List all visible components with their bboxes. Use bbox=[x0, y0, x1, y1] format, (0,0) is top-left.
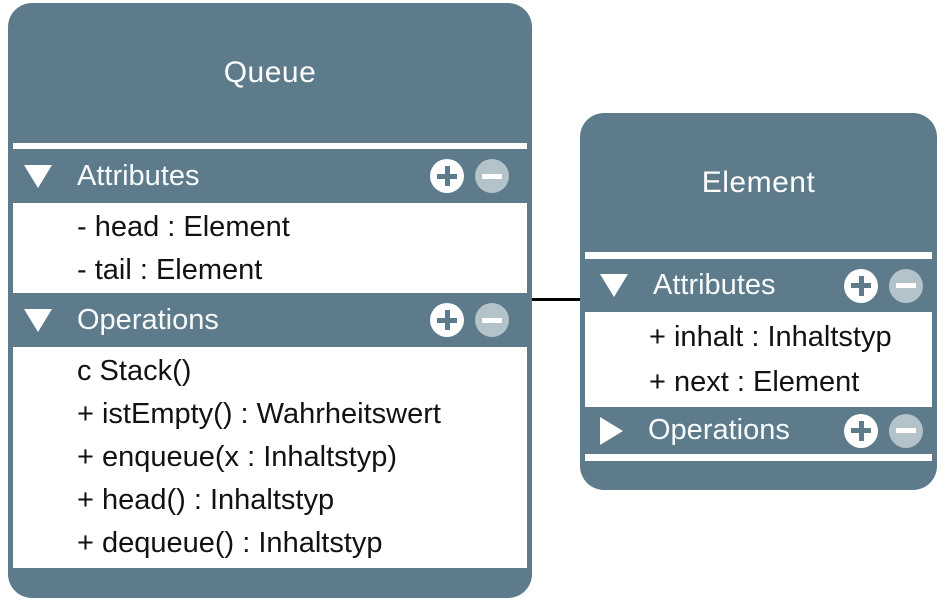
attributes-section-header[interactable]: Attributes bbox=[580, 259, 937, 312]
attribute-row[interactable]: - head : Element bbox=[77, 211, 290, 243]
remove-operation-button[interactable] bbox=[889, 413, 923, 448]
plus-icon bbox=[430, 159, 464, 193]
footer-separator bbox=[585, 454, 932, 461]
attributes-section-header[interactable]: Attributes bbox=[8, 149, 532, 203]
section-label: Operations bbox=[648, 414, 790, 446]
queue-class-box[interactable]: Queue Attributes - head : Element - tail… bbox=[8, 3, 532, 598]
class-title[interactable]: Element bbox=[701, 165, 816, 199]
operation-row[interactable]: + dequeue() : Inhaltstyp bbox=[77, 527, 383, 559]
operations-section-header[interactable]: Operations bbox=[580, 407, 937, 454]
triangle-down-icon[interactable] bbox=[24, 164, 52, 188]
attribute-row[interactable]: + inhalt : Inhaltstyp bbox=[649, 321, 892, 353]
minus-icon bbox=[475, 303, 509, 337]
add-attribute-button[interactable] bbox=[430, 159, 464, 193]
plus-icon bbox=[430, 303, 464, 337]
attributes-list: - head : Element - tail : Element bbox=[13, 203, 527, 293]
attributes-list: + inhalt : Inhaltstyp + next : Element bbox=[585, 312, 932, 407]
section-label: Attributes bbox=[653, 269, 776, 301]
operation-row[interactable]: c Stack() bbox=[77, 355, 192, 387]
box-footer bbox=[580, 461, 937, 490]
operations-section-header[interactable]: Operations bbox=[8, 293, 532, 347]
add-attribute-button[interactable] bbox=[844, 268, 878, 303]
section-label: Attributes bbox=[77, 159, 200, 192]
add-operation-button[interactable] bbox=[430, 303, 464, 337]
attribute-row[interactable]: + next : Element bbox=[649, 366, 860, 398]
operation-row[interactable]: + enqueue(x : Inhaltstyp) bbox=[77, 441, 398, 473]
plus-icon bbox=[844, 268, 878, 303]
operations-list: c Stack() + istEmpty() : Wahrheitswert +… bbox=[13, 347, 527, 568]
section-label: Operations bbox=[77, 303, 219, 336]
attribute-row[interactable]: - tail : Element bbox=[77, 254, 263, 286]
triangle-right-icon[interactable] bbox=[600, 416, 623, 445]
element-class-box[interactable]: Element Attributes + inhalt : Inhaltstyp… bbox=[580, 113, 937, 490]
remove-attribute-button[interactable] bbox=[889, 268, 923, 303]
minus-icon bbox=[889, 413, 923, 448]
add-operation-button[interactable] bbox=[844, 413, 878, 448]
triangle-down-icon[interactable] bbox=[24, 308, 52, 332]
operation-row[interactable]: + istEmpty() : Wahrheitswert bbox=[77, 398, 441, 430]
triangle-down-icon[interactable] bbox=[600, 274, 628, 297]
operation-row[interactable]: + head() : Inhaltstyp bbox=[77, 484, 335, 516]
class-title[interactable]: Queue bbox=[223, 56, 317, 89]
box-footer bbox=[8, 568, 532, 598]
title-separator bbox=[13, 143, 527, 149]
remove-operation-button[interactable] bbox=[475, 303, 509, 337]
association-connector[interactable] bbox=[532, 298, 580, 301]
minus-icon bbox=[889, 268, 923, 303]
remove-attribute-button[interactable] bbox=[475, 159, 509, 193]
plus-icon bbox=[844, 413, 878, 448]
minus-icon bbox=[475, 159, 509, 193]
title-separator bbox=[585, 252, 932, 259]
